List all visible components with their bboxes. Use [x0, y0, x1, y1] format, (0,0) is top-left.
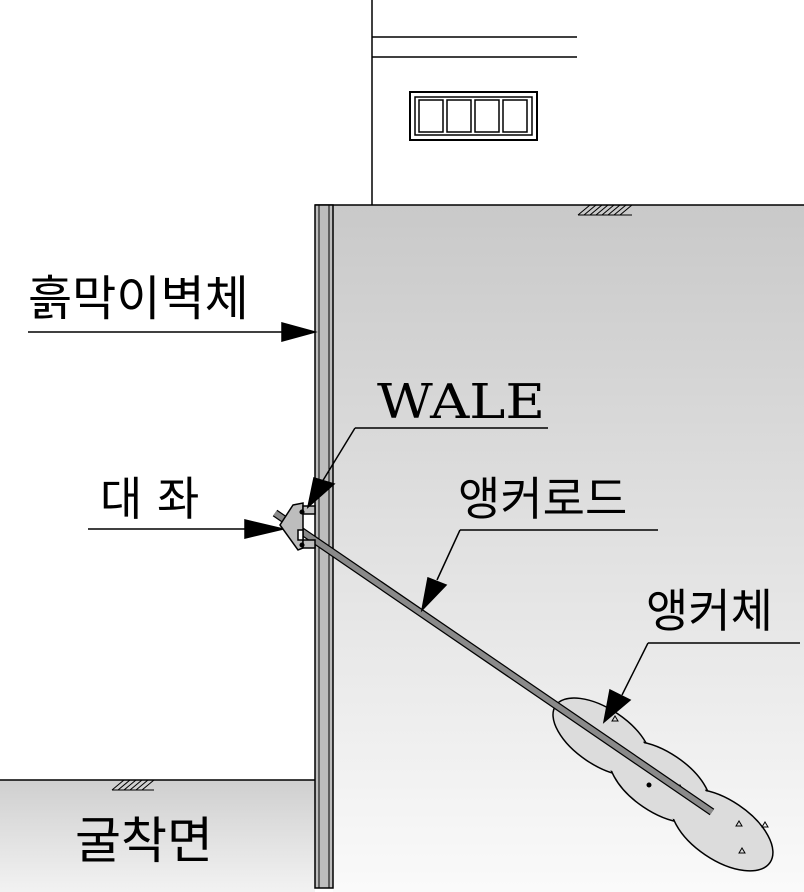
label-wale: WALE	[377, 374, 545, 430]
aggregate-marks	[611, 715, 769, 854]
label-excavation-surface: 굴착면	[75, 812, 213, 870]
leader-lines	[28, 322, 800, 724]
label-retaining-wall: 흙막이벽체	[28, 271, 249, 327]
bracket	[279, 502, 316, 551]
anchor-rod	[272, 509, 715, 816]
ground-hatch-icon	[577, 204, 633, 216]
label-bracket: 대 좌	[100, 472, 199, 526]
excavation-hatch-icon	[111, 779, 155, 791]
excavation-ground	[0, 780, 315, 892]
building	[371, 0, 577, 205]
retained-soil	[333, 205, 804, 892]
label-anchor-body: 앵커체	[646, 584, 773, 638]
window	[409, 91, 538, 141]
label-anchor-rod: 앵커로드	[458, 472, 627, 526]
